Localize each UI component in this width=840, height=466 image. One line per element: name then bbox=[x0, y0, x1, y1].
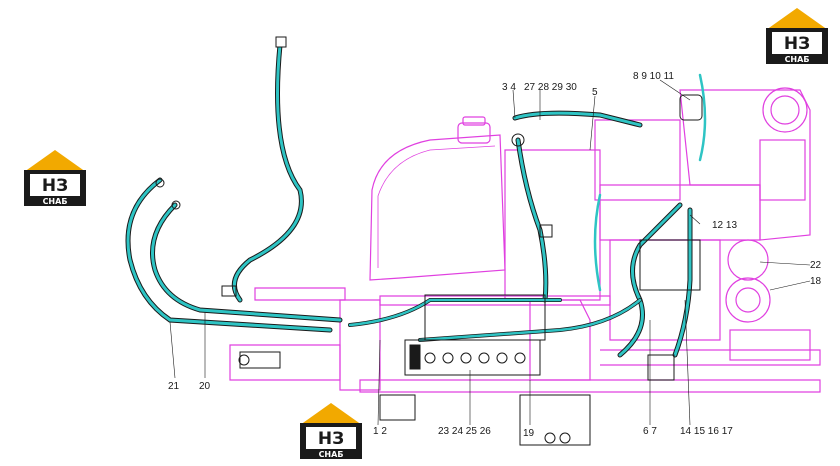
callout-5: 5 bbox=[592, 87, 598, 98]
hydraulic-components bbox=[155, 36, 703, 446]
leader-lines bbox=[169, 79, 811, 426]
logo-caption: СНАБ bbox=[785, 55, 810, 64]
pump-14-17 bbox=[639, 239, 701, 291]
callout-labels: 3 4 27 28 29 30 5 8 9 10 11 12 13 22 18 … bbox=[168, 71, 822, 439]
callout-20: 20 bbox=[199, 381, 211, 392]
tank-cap bbox=[457, 122, 491, 144]
engine-housing bbox=[504, 149, 601, 301]
logo-mark: НЗ bbox=[318, 429, 344, 449]
callout-1-2: 1 2 bbox=[373, 426, 387, 437]
callout-6-7: 6 7 bbox=[643, 426, 657, 437]
tank-outline bbox=[369, 134, 506, 281]
callout-27-30: 27 28 29 30 bbox=[524, 82, 577, 93]
logo-top-right: НЗ СНАБ bbox=[766, 8, 828, 64]
valve-stack bbox=[424, 294, 546, 341]
logo-mark: НЗ bbox=[784, 34, 810, 54]
filter-8-11 bbox=[679, 94, 703, 121]
callout-18: 18 bbox=[810, 276, 822, 287]
callout-23-26: 23 24 25 26 bbox=[438, 426, 491, 437]
hose-fitting-20 bbox=[171, 200, 181, 210]
logo-mark: НЗ bbox=[42, 176, 68, 196]
chassis-lower-bracket bbox=[229, 344, 341, 381]
callout-8-11: 8 9 10 11 bbox=[633, 71, 674, 82]
machine-body bbox=[229, 87, 821, 393]
chassis-rail bbox=[359, 379, 821, 393]
logo-caption: СНАБ bbox=[319, 450, 344, 459]
callout-19: 19 bbox=[523, 428, 535, 439]
logo-left: НЗ СНАБ bbox=[24, 150, 86, 206]
callout-12-13: 12 13 bbox=[712, 220, 737, 231]
callout-14-17: 14 15 16 17 bbox=[680, 426, 733, 437]
logo-caption: СНАБ bbox=[43, 197, 68, 206]
pump-outlet bbox=[647, 354, 675, 381]
hose-clamp bbox=[221, 285, 237, 297]
cylinder-mount bbox=[239, 351, 281, 369]
hose-fitting-top bbox=[275, 36, 287, 48]
callout-21: 21 bbox=[168, 381, 180, 392]
chassis-front-bracket bbox=[254, 287, 346, 301]
logo-roof bbox=[766, 8, 828, 30]
engine-head bbox=[679, 89, 811, 241]
logo-bottom: НЗ СНАБ bbox=[300, 403, 362, 459]
hose-fitting-21 bbox=[155, 178, 165, 188]
hoses bbox=[125, 42, 707, 358]
pump-gear bbox=[379, 394, 416, 421]
fitting-3-4 bbox=[511, 133, 525, 147]
callout-22: 22 bbox=[810, 260, 822, 271]
pump-19 bbox=[519, 394, 591, 446]
callout-3-4: 3 4 bbox=[502, 82, 516, 93]
